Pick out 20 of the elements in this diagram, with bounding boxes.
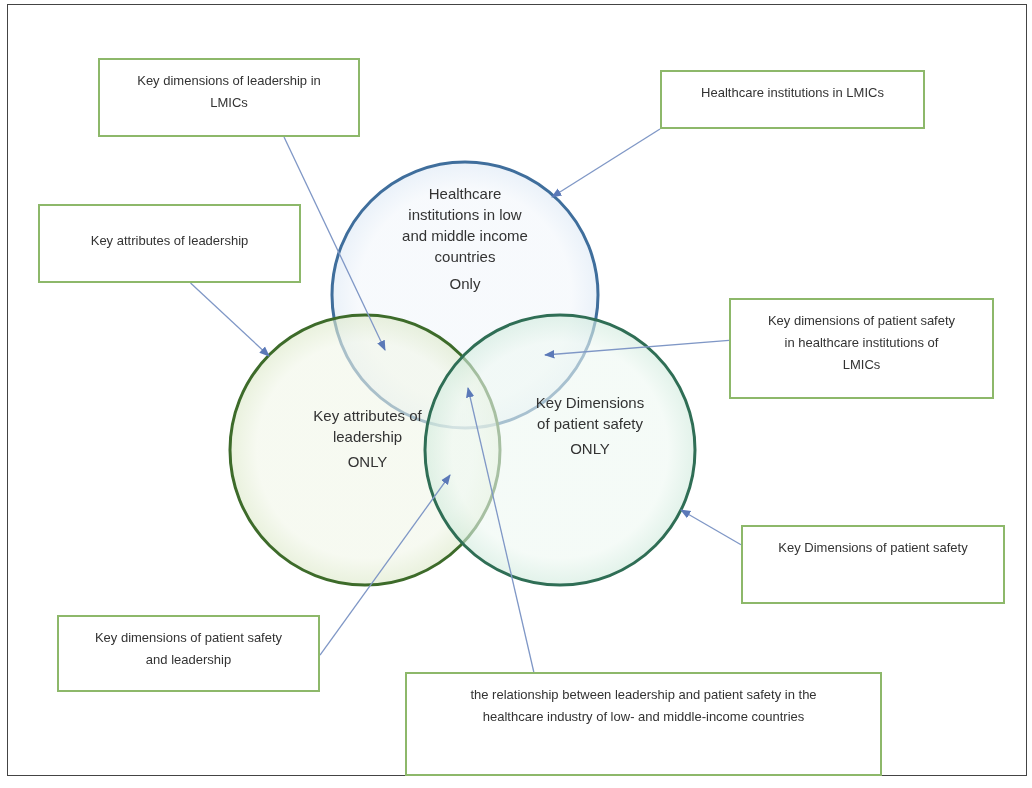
leader-arrow	[680, 509, 742, 546]
leader-arrow	[283, 136, 386, 351]
leader-arrow	[319, 474, 451, 656]
callout-box: Key dimensions of leadership in LMICs	[98, 58, 360, 137]
leader-arrow	[189, 282, 270, 357]
callout-box: Key dimensions of patient safety in healthcare institutions of LMICs	[729, 298, 994, 399]
leader-arrow	[551, 128, 661, 198]
circle-label: ONLY	[346, 452, 389, 472]
circle-label: Healthcare institutions in low and middle income countries	[401, 184, 529, 267]
leader-arrow	[466, 387, 535, 673]
circle-label: Only	[448, 274, 482, 294]
callout-box: Healthcare institutions in LMICs	[660, 70, 925, 129]
callout-box: Key Dimensions of patient safety	[741, 525, 1005, 604]
callout-box: the relationship between leadership and patient safety in the healthcare industry of low- and middle-income countries	[405, 672, 882, 776]
callout-box: Key dimensions of patient safety and leadership	[57, 615, 320, 692]
circle-label: ONLY	[569, 439, 611, 459]
leader-arrow	[543, 339, 730, 359]
circle-label: Key attributes of leadership	[312, 406, 423, 447]
circle-label: Key Dimensions of patient safety	[534, 393, 646, 434]
callout-box: Key attributes of leadership	[38, 204, 301, 283]
